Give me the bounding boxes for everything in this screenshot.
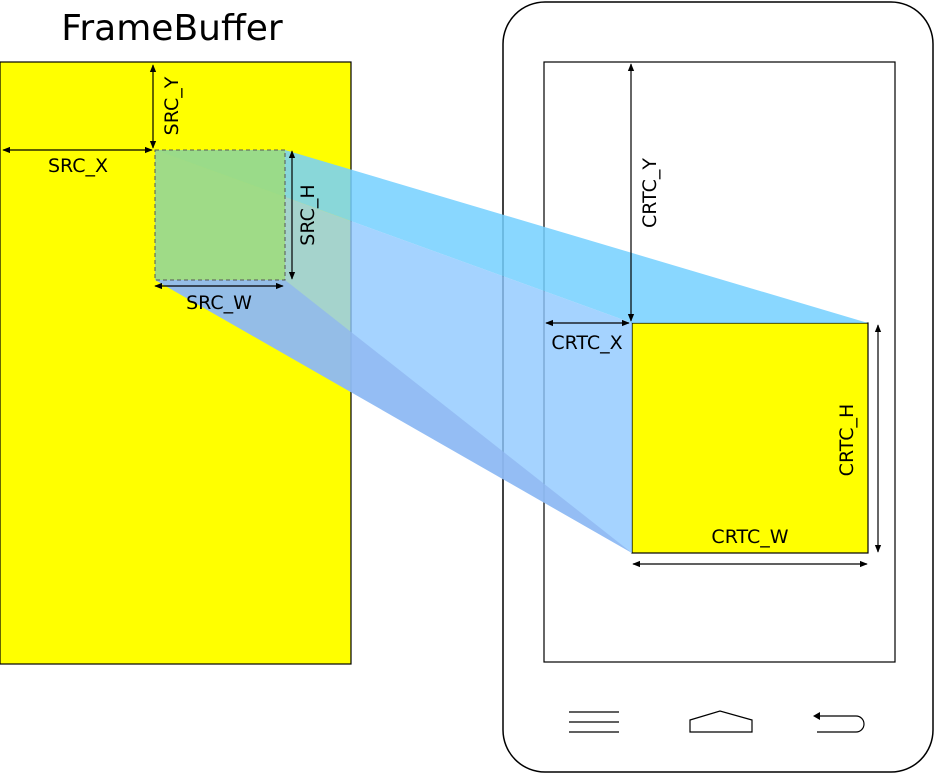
crtc-x-label: CRTC_X	[551, 332, 622, 354]
src-y-label: SRC_Y	[161, 76, 183, 135]
crtc-h-label: CRTC_H	[836, 404, 858, 477]
src-x-label: SRC_X	[48, 155, 108, 177]
projection-beam-top	[155, 150, 868, 323]
projection-beam-bottom	[155, 280, 632, 553]
home-icon[interactable]	[689, 710, 753, 733]
src-w-label: SRC_W	[186, 292, 252, 314]
source-region	[154, 149, 286, 281]
crtc-rect	[631, 322, 869, 554]
crtc-w-label: CRTC_W	[711, 526, 788, 548]
src-h-label: SRC_H	[297, 184, 319, 245]
menu-icon[interactable]	[569, 711, 619, 733]
back-icon[interactable]	[813, 712, 865, 733]
crtc-y-label: CRTC_Y	[639, 158, 661, 228]
framebuffer-title: FrameBuffer	[61, 8, 283, 49]
